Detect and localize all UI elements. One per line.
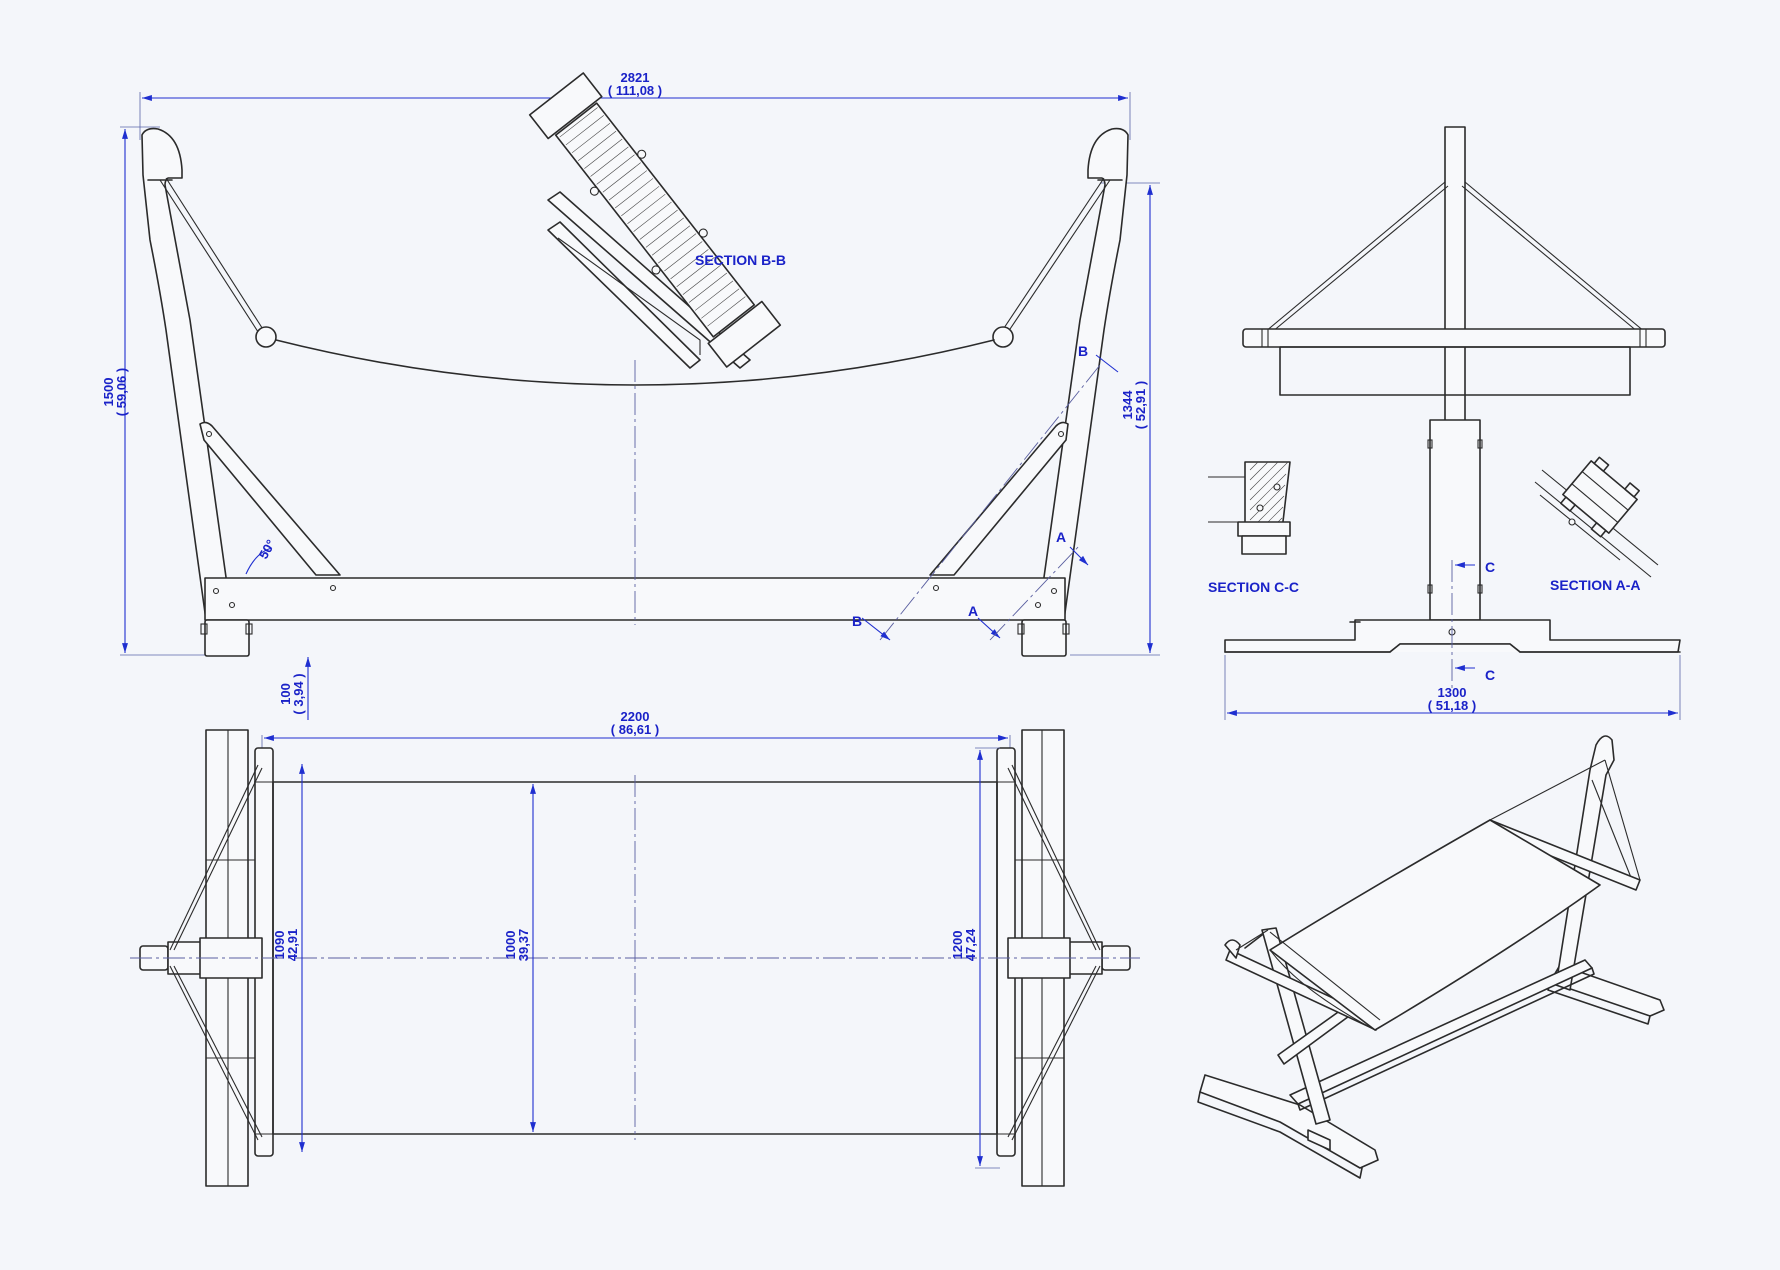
cut-label-a-bottom: A: [968, 603, 978, 619]
span-right-mm: 1200: [950, 931, 965, 960]
front-height-mm: 1500: [101, 378, 116, 407]
front-view: 2821 ( 111,08 ) 1500 ( 59,06 ) 1344 ( 52…: [101, 70, 1160, 720]
side-width-mm: 1300: [1438, 685, 1467, 700]
side-width-in: ( 51,18 ): [1428, 698, 1476, 713]
section-c-c-title: SECTION C-C: [1208, 579, 1299, 595]
isometric-view: [1197, 735, 1665, 1179]
front-height-in: ( 59,06 ): [114, 368, 129, 416]
cut-label-c-bottom: C: [1485, 667, 1495, 683]
section-a-a-title: SECTION A-A: [1550, 577, 1640, 593]
brace-angle: 50°: [256, 537, 279, 562]
section-a-a: SECTION A-A: [1534, 456, 1659, 593]
cut-label-c-top: C: [1485, 559, 1495, 575]
front-length-mm: 2821: [621, 70, 650, 85]
span-left-mm: 1090: [272, 931, 287, 960]
top-view: 2200 ( 86,61 ): [130, 709, 1140, 1187]
side-view: C C 1300 ( 51,18 ): [1224, 126, 1681, 720]
bed-width-in: 39,37: [516, 929, 531, 962]
section-b-b-title: SECTION B-B: [695, 252, 786, 268]
cut-label-b-bottom: B: [852, 613, 862, 629]
foot-height-in: ( 3,94 ): [291, 673, 306, 714]
front-inner-height-in: ( 52,91 ): [1133, 381, 1148, 429]
foot-height-mm: 100: [278, 683, 293, 705]
section-c-c: SECTION C-C: [1208, 461, 1299, 595]
cut-label-a-top: A: [1056, 529, 1066, 545]
front-length-in: ( 111,08 ): [608, 83, 662, 98]
span-left-in: 42,91: [285, 929, 300, 962]
cut-label-b-top: B: [1078, 343, 1088, 359]
top-length-mm: 2200: [621, 709, 650, 724]
section-b-b: SECTION B-B: [528, 72, 786, 369]
top-length-in: ( 86,61 ): [611, 722, 659, 737]
front-inner-height-mm: 1344: [1120, 390, 1135, 420]
span-right-in: 47,24: [963, 928, 978, 961]
bed-width-mm: 1000: [503, 931, 518, 960]
